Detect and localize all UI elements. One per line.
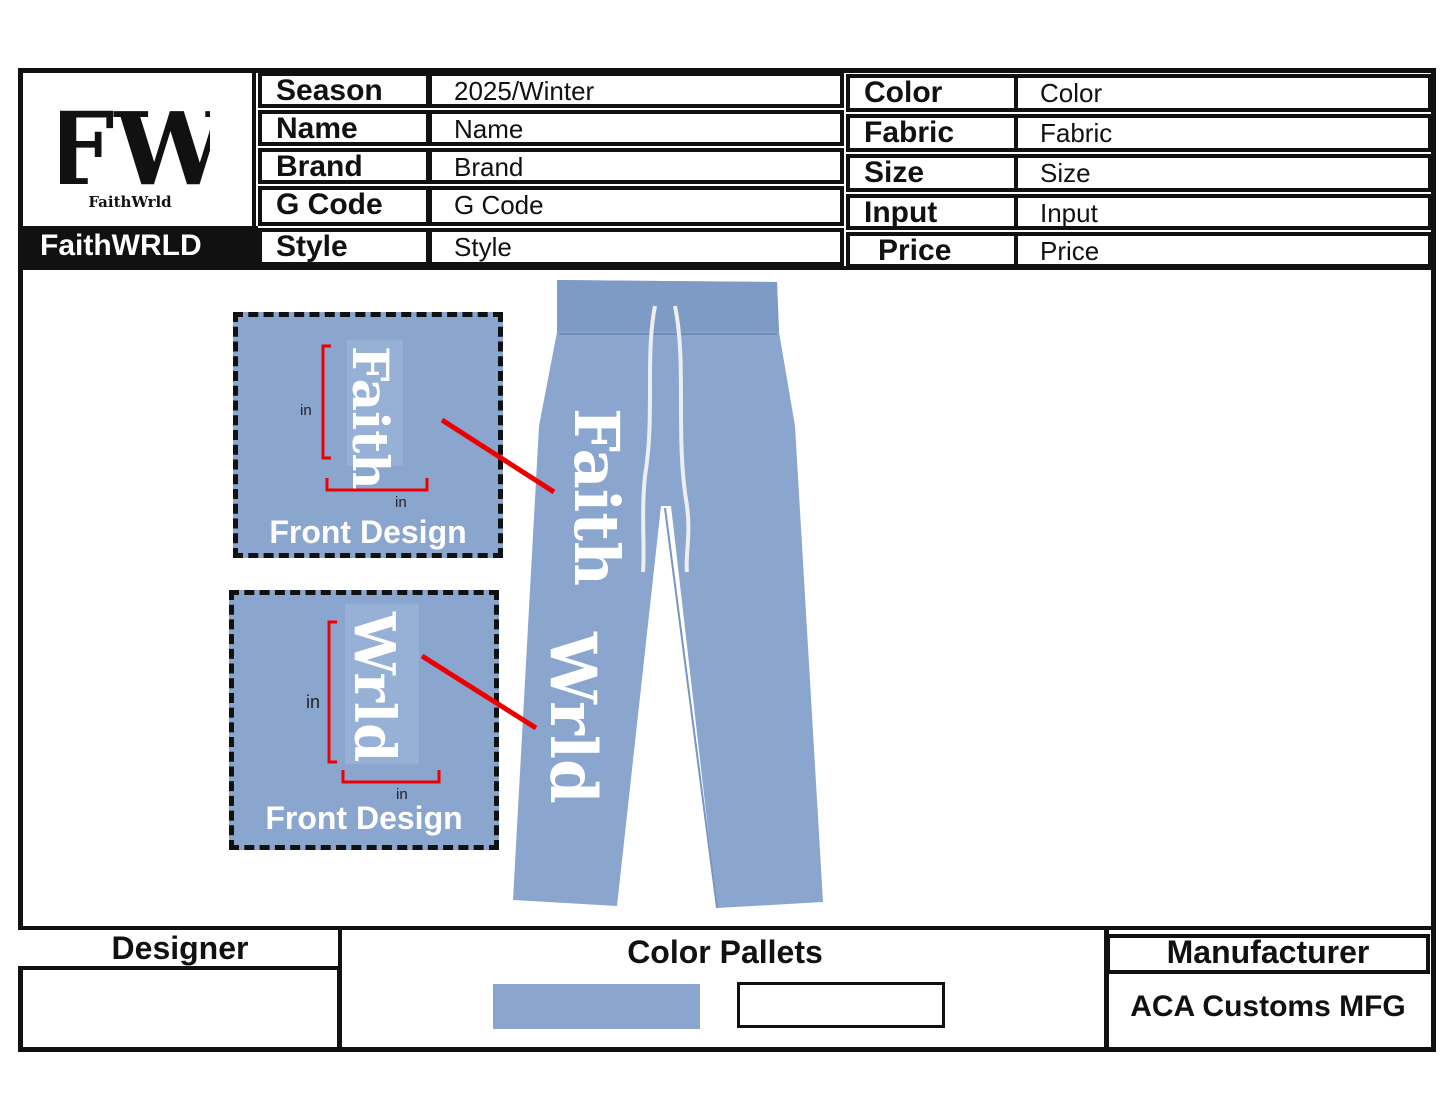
inseam-line (664, 507, 718, 909)
palette-title: Color Pallets (627, 934, 823, 970)
callout-connectors (420, 417, 556, 731)
style-label: Style (258, 228, 430, 266)
palette-swatch-blue (493, 984, 700, 1029)
wrld-print-text: Wrld (341, 611, 407, 762)
vertical-unit-label: in (300, 402, 312, 419)
waistband (557, 280, 779, 332)
style-value[interactable]: Style (428, 228, 844, 266)
spec-left-block: Season 2025/Winter Name Name Brand Brand… (258, 70, 848, 268)
brand-label: Brand (258, 148, 430, 184)
print-area-rect (345, 604, 419, 764)
wrld-leg-print: Wrld (535, 631, 610, 804)
name-label: Name (258, 110, 430, 146)
color-value[interactable]: Color (1014, 74, 1432, 112)
pants-body (513, 280, 823, 908)
manufacturer-header-cell (1106, 934, 1430, 974)
tech-pack-sheet (18, 68, 1436, 1052)
name-value[interactable]: Name (428, 110, 844, 146)
horizontal-unit-label: in (396, 786, 408, 803)
horizontal-dimension-bracket (341, 770, 441, 784)
fabric-value[interactable]: Fabric (1014, 114, 1432, 152)
palette-swatch-white (737, 982, 945, 1028)
faith-callout-line (440, 417, 556, 495)
season-value[interactable]: 2025/Winter (428, 72, 844, 108)
print-area-rect (347, 340, 403, 466)
drawstring-right (673, 305, 691, 573)
spec-right-block: Color Color Fabric Fabric Size Size Inpu… (846, 72, 1434, 270)
manufacturer-title: Manufacturer (1166, 934, 1370, 970)
input-label: Input (846, 194, 1018, 230)
designer-value-cell[interactable] (18, 968, 342, 1050)
drawstring-left (641, 305, 657, 573)
manufacturer-divider (1104, 930, 1109, 1052)
color-label: Color (846, 74, 1018, 112)
horizontal-dimension-bracket (325, 478, 429, 492)
designer-header-cell (18, 930, 342, 970)
input-value[interactable]: Input (1014, 194, 1432, 230)
footer-divider (18, 926, 1434, 930)
horizontal-unit-label: in (395, 494, 407, 511)
brand-monogram-logo: FW (60, 90, 210, 200)
monogram-text: FW (60, 90, 210, 200)
design-faith-artwork: Faith (321, 340, 429, 492)
design-wrld-artwork: Wrld (327, 604, 441, 784)
size-value[interactable]: Size (1014, 154, 1432, 192)
wrld-callout-line (420, 653, 538, 731)
gcode-label: G Code (258, 186, 430, 226)
logo-panel (18, 68, 256, 268)
front-design-label: Front Design (265, 800, 463, 836)
gcode-value[interactable]: G Code (428, 186, 844, 226)
faith-print-text: Faith (341, 346, 400, 490)
manufacturer-value[interactable]: ACA Customs MFG (1130, 990, 1406, 1023)
season-label: Season (258, 72, 430, 108)
sweatpants-illustration: Faith Wrld (513, 280, 823, 909)
faith-leg-print: Faith (560, 408, 633, 586)
price-label: Price (846, 232, 1018, 268)
brand-name-bar: FaithWRLD (18, 226, 258, 268)
size-label: Size (846, 154, 1018, 192)
brand-value[interactable]: Brand (428, 148, 844, 184)
logo-wordmark: FaithWrld (88, 193, 172, 211)
vertical-dimension-bracket (321, 344, 331, 460)
vertical-unit-label: in (306, 692, 321, 712)
header-divider (18, 266, 1434, 270)
fabric-label: Fabric (846, 114, 1018, 152)
front-design-label: Front Design (269, 514, 467, 550)
vertical-dimension-bracket (327, 620, 337, 764)
price-value[interactable]: Price (1014, 232, 1432, 268)
designer-title: Designer (111, 930, 249, 966)
